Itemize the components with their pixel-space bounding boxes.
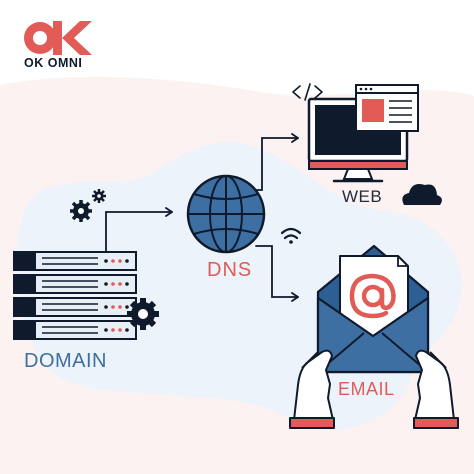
server-unit [13, 251, 137, 271]
globe-icon [186, 174, 266, 254]
web-label: WEB [342, 187, 383, 206]
wifi-icon [280, 227, 302, 244]
ok-omni-logo-icon [24, 21, 92, 55]
brand-name: OK OMNI [24, 56, 83, 70]
cloud-icon [402, 184, 442, 205]
connector-domain-dns [105, 207, 173, 253]
dns-label: DNS [207, 259, 253, 281]
code-tag-icon [292, 83, 323, 101]
gears-icon [70, 189, 106, 222]
at-sign-icon [349, 273, 396, 319]
server-unit [13, 320, 137, 340]
email-label: EMAIL [338, 379, 395, 399]
browser-window [355, 84, 419, 132]
server-unit [13, 297, 137, 317]
gear-icon [127, 298, 159, 330]
server-unit [13, 274, 137, 294]
hands-icon [289, 349, 459, 429]
server-rack-icon [13, 251, 137, 340]
domain-label: DOMAIN [24, 350, 107, 372]
connector-dns-email [255, 245, 299, 302]
